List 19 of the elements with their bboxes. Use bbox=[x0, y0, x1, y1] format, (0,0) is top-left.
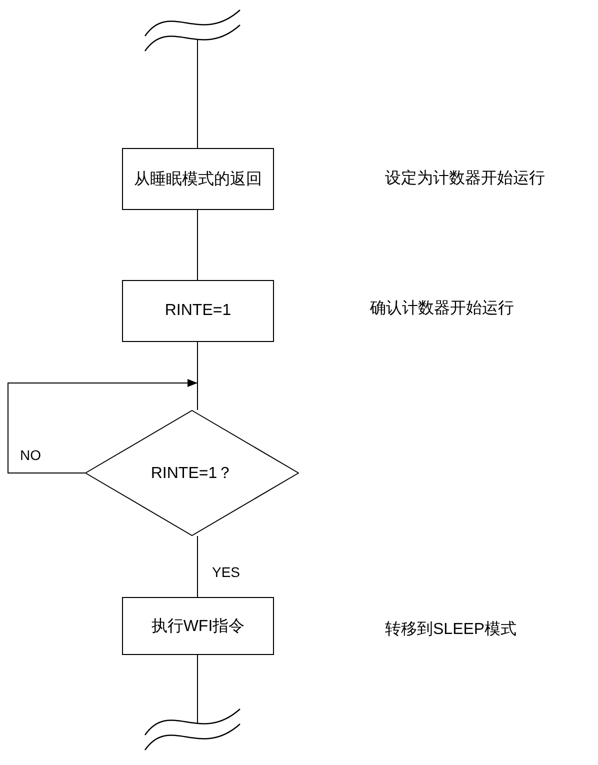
edge-label: NO bbox=[20, 447, 41, 463]
connector-line bbox=[197, 40, 198, 148]
decision-diamond bbox=[85, 410, 299, 536]
connector-line bbox=[197, 654, 198, 724]
note-text: 设定为计数器开始运行 bbox=[385, 168, 545, 189]
process-box bbox=[122, 148, 274, 210]
arrow bbox=[8, 379, 198, 474]
process-box bbox=[122, 280, 274, 342]
connector-line bbox=[197, 536, 198, 598]
process-box bbox=[122, 597, 274, 655]
box-label: 执行WFI指令 bbox=[151, 616, 245, 636]
box-label: RINTE=1？ bbox=[150, 464, 234, 484]
box-label: RINTE=1 bbox=[164, 302, 232, 320]
note-text: 转移到SLEEP模式 bbox=[385, 620, 517, 640]
box-label: 从睡眠模式的返回 bbox=[134, 170, 262, 190]
edge-label: YES bbox=[212, 564, 240, 580]
connector-line bbox=[197, 342, 198, 410]
connector-line bbox=[197, 210, 198, 280]
note-text: 确认计数器开始运行 bbox=[370, 298, 514, 319]
